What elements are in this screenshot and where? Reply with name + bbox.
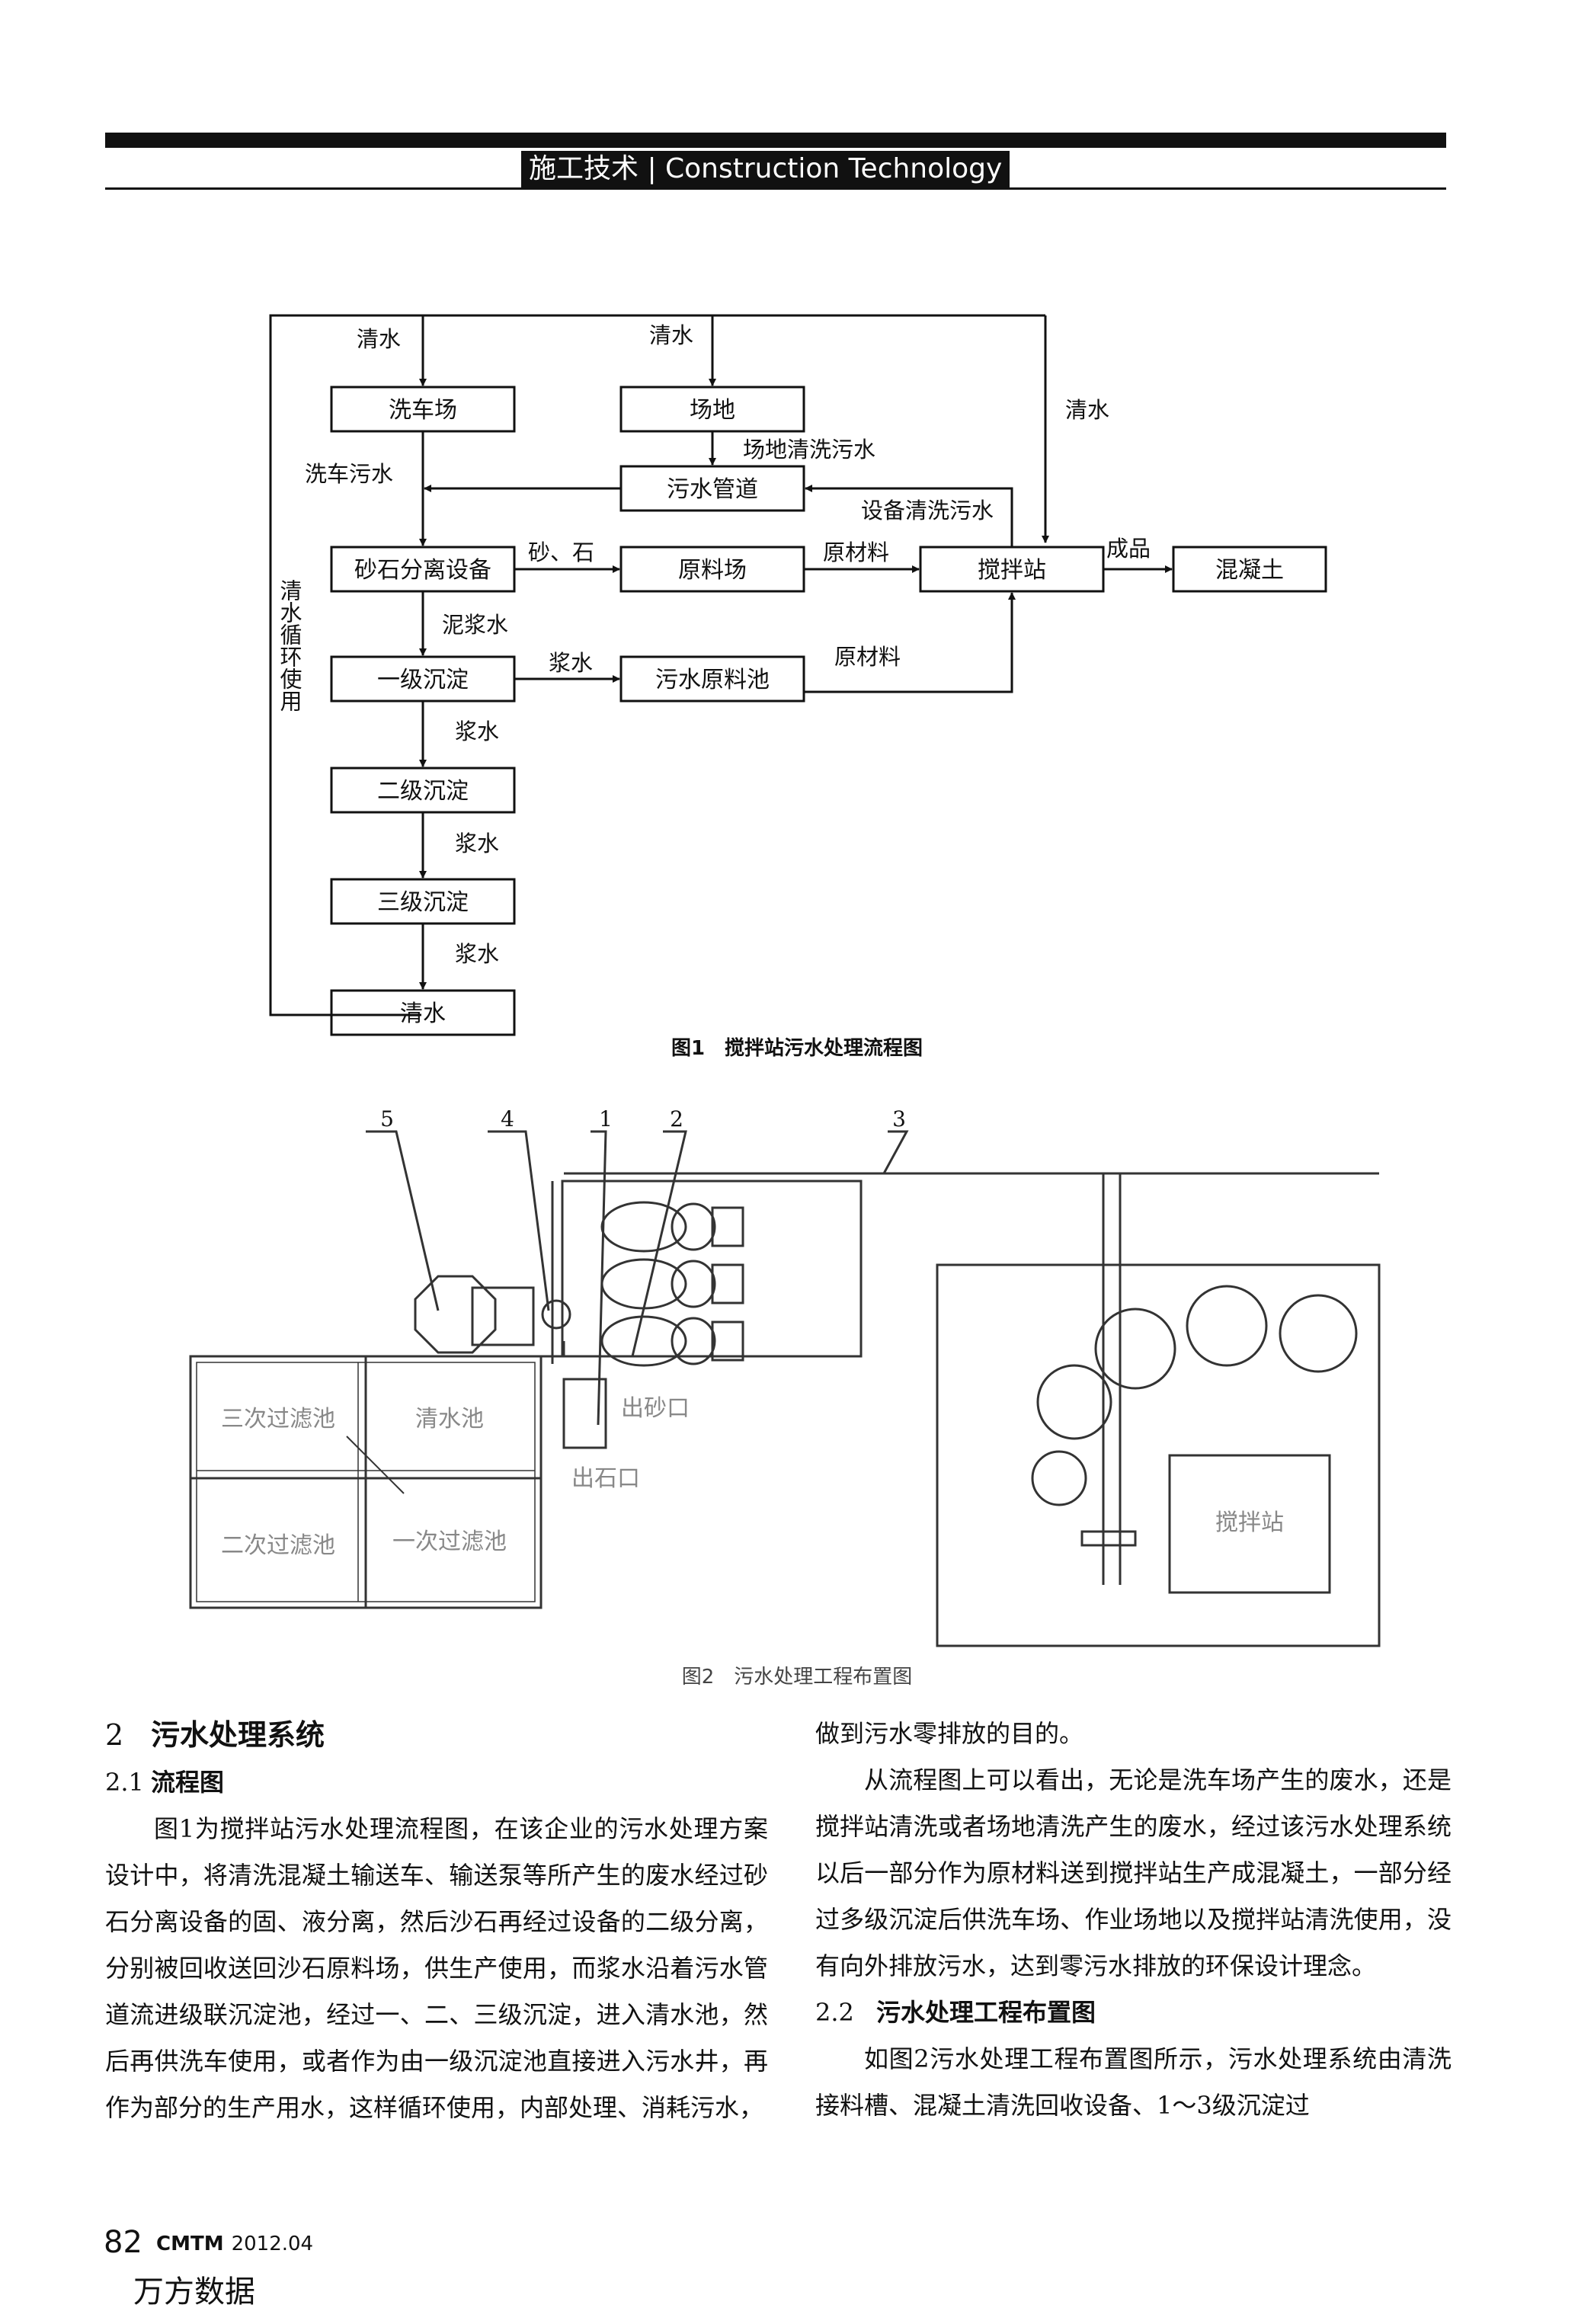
edge-mud: 泥浆水 <box>442 612 508 638</box>
figure-1-flowchart: 洗车场 场地 污水管道 砂石分离设备 原料场 搅拌站 混凝土 一级沉淀 污水原料… <box>269 314 1327 1036</box>
edge-slurry3: 浆水 <box>455 831 499 856</box>
wanfang-watermark: 万方数据 <box>133 2274 255 2310</box>
edge-clear-mid: 清水 <box>649 322 693 348</box>
label-wash: 洗车场 <box>389 397 457 424</box>
figure-2-caption: 图2 污水处理工程布置图 <box>681 1666 913 1689</box>
edge-sand-stone: 砂、石 <box>528 539 594 565</box>
label-mixer: 搅拌站 <box>978 557 1046 584</box>
label-site: 场地 <box>690 397 735 424</box>
box-clear <box>330 989 516 1036</box>
figure-2-layout: 5 4 1 2 3 三次过滤池 清水池 二次过滤池 一次过滤池 出砂口 出石口 … <box>189 1106 1381 1647</box>
label-filter2: 二次过滤池 <box>221 1532 335 1559</box>
figure-1-caption: 图1 搅拌站污水处理流程图 <box>671 1037 923 1060</box>
edge-slurry1: 浆水 <box>549 650 593 676</box>
callout-4: 4 <box>501 1106 514 1132</box>
callout-2: 2 <box>670 1106 683 1132</box>
section-tag: 施工技术 | Construction Technology <box>521 151 1010 187</box>
callout-3: 3 <box>892 1106 906 1132</box>
label-sand-out: 出砂口 <box>621 1395 690 1422</box>
label-filter1: 一次过滤池 <box>392 1529 507 1555</box>
edge-raw2: 原材料 <box>834 644 901 670</box>
header-bar <box>105 133 1446 148</box>
edge-slurry2: 浆水 <box>455 719 499 744</box>
callout-5: 5 <box>380 1106 394 1132</box>
label-sed3: 三级沉淀 <box>377 889 469 916</box>
label-pipe: 污水管道 <box>667 476 758 503</box>
edge-raw1: 原材料 <box>823 539 889 565</box>
paragraph-1: 图1为搅拌站污水处理流程图，在该企业的污水处理方案设计中，将清洗混凝土输送车、输… <box>105 1814 768 2122</box>
loop-line <box>269 314 1045 1016</box>
edge-product: 成品 <box>1106 536 1151 562</box>
edge-slurry4: 浆水 <box>455 941 499 967</box>
paragraph-3: 如图2污水处理工程布置图所示，污水处理系统由清洗接料槽、混凝土清洗回收设备、1～… <box>815 2044 1452 2120</box>
label-raw-yard: 原料场 <box>678 557 747 584</box>
box-pool <box>619 655 805 703</box>
callout-1: 1 <box>599 1106 613 1132</box>
edge-car-wash: 洗车污水 <box>305 461 393 487</box>
label-separator: 砂石分离设备 <box>354 557 491 584</box>
edge-clear-right: 清水 <box>1065 397 1109 423</box>
paragraph-1-cont: 做到污水零排放的目的。 <box>815 1719 1084 1748</box>
page-number: 82 <box>104 2225 142 2260</box>
label-stone-out: 出石口 <box>571 1465 640 1492</box>
label-clear-box: 清水 <box>400 1000 446 1027</box>
label-sed2: 二级沉淀 <box>377 778 469 805</box>
label-sed1: 一级沉淀 <box>377 667 469 693</box>
edge-equip-wash: 设备清洗污水 <box>861 498 994 523</box>
edge-clear-left: 清水 <box>357 326 401 352</box>
label-concrete: 混凝土 <box>1215 557 1284 584</box>
label-pool: 污水原料池 <box>655 667 770 693</box>
edge-loop-vertical: 清水循环使用 <box>277 579 302 712</box>
edge-site-wash: 场地清洗污水 <box>743 437 875 463</box>
label-station: 搅拌站 <box>1215 1509 1284 1536</box>
label-filter3: 三次过滤池 <box>221 1406 335 1432</box>
header-rule <box>105 187 1446 190</box>
box-concrete <box>1172 546 1327 593</box>
label-clearpool: 清水池 <box>415 1406 484 1432</box>
right-column: 做到污水零排放的目的。 从流程图上可以看出，无论是洗车场产生的废水，还是搅拌站清… <box>815 1711 1452 2129</box>
paragraph-2: 从流程图上可以看出，无论是洗车场产生的废水，还是搅拌站清洗或者场地清洗产生的废水… <box>815 1765 1452 1980</box>
